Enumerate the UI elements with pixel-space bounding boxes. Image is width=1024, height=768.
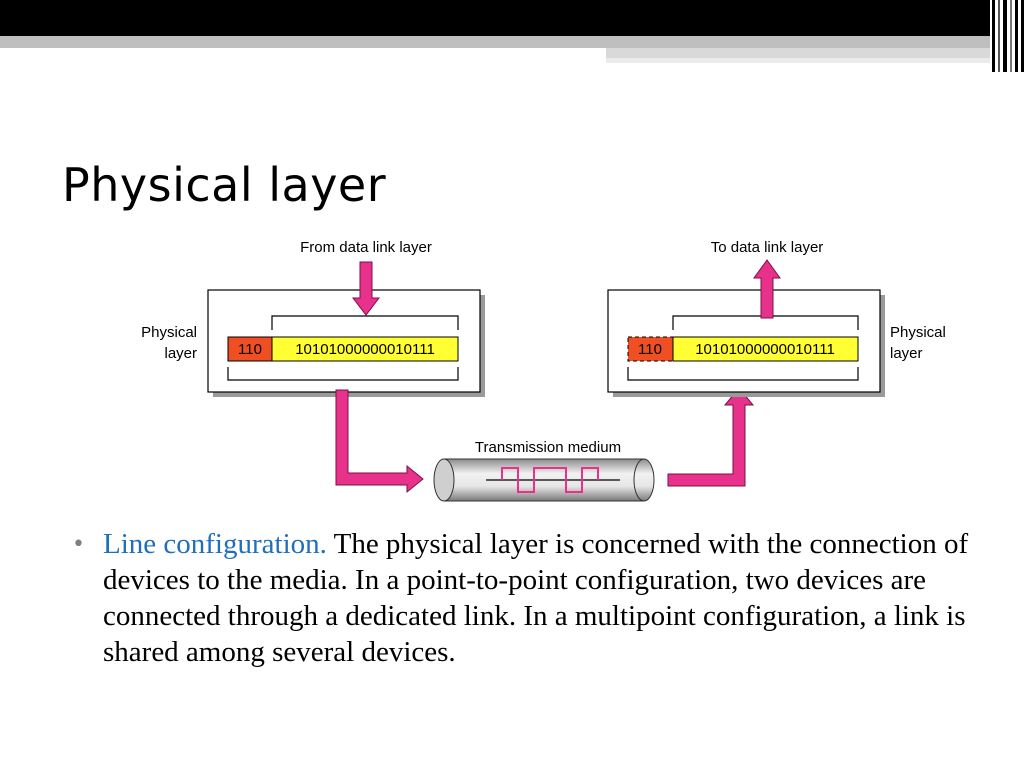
receiver-header-bits: 110 [638, 341, 662, 358]
bullet-text: The physical layer is concerned with the… [103, 528, 969, 668]
tube-end-right [633, 458, 655, 502]
sender-top-label: From data link layer [300, 239, 432, 256]
sender-header-bits: 110 [238, 341, 262, 358]
tube-end-left [433, 458, 455, 502]
slide-title: Physical layer [62, 158, 387, 212]
bullet-lead: Line configuration. [103, 528, 327, 560]
medium-label: Transmission medium [475, 439, 621, 456]
receiver-side-label-2: layer [890, 345, 923, 362]
up-arrow-icon [753, 259, 781, 319]
bullet-list: • Line configuration. The physical layer … [70, 526, 970, 670]
sender-data-bits: 10101000000010111 [295, 341, 435, 358]
physical-layer-diagram: 110 10101000000010111 From data link lay… [141, 239, 946, 502]
sender-header-cell [227, 336, 273, 362]
down-arrow-icon [351, 261, 381, 316]
medium-to-receiver-arrow-icon [667, 387, 755, 487]
signal-waveform [501, 467, 599, 493]
sender-data-cell [271, 336, 459, 362]
sender-upper-bracket [271, 315, 459, 330]
sender-side-label-2: layer [164, 345, 197, 362]
header-bar-grey [0, 36, 1024, 48]
receiver-header-cell [627, 336, 674, 362]
decorative-stripes [990, 0, 1024, 72]
receiver-data-cell [672, 336, 859, 362]
sender-station: 110 10101000000010111 From data link lay… [141, 239, 485, 397]
receiver-top-label: To data link layer [711, 239, 824, 256]
transmission-medium: Transmission medium [433, 439, 655, 502]
sender-side-label-1: Physical [141, 324, 197, 341]
receiver-lower-bracket [627, 367, 859, 381]
receiver-data-bits: 10101000000010111 [695, 341, 835, 358]
receiver-side-label-1: Physical [890, 324, 946, 341]
bullet-item: • Line configuration. The physical layer … [70, 526, 970, 670]
header-bar-grey-right [606, 48, 1024, 58]
sender-lower-bracket [227, 367, 459, 381]
bullet-dot-icon: • [72, 532, 85, 557]
header-bar-light-right [606, 58, 1024, 63]
header-bar-black [0, 0, 1024, 36]
sender-to-medium-arrow-icon [335, 389, 424, 494]
receiver-station: 110 10101000000010111 To data link layer… [607, 239, 946, 397]
